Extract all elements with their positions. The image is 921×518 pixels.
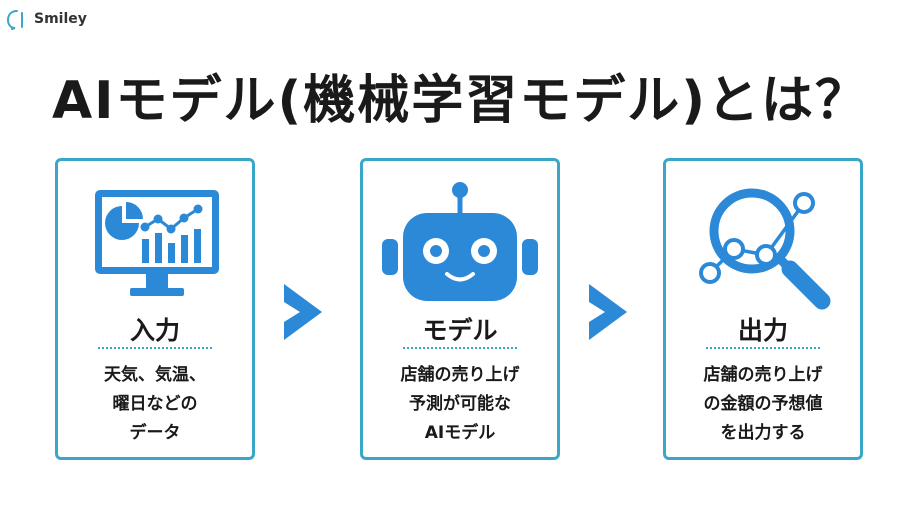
logo-text: Smiley (34, 11, 87, 27)
model-card: モデル 店舗の売り上げ 予測が可能な AIモデル (360, 158, 560, 460)
chevron-right-icon (589, 284, 627, 340)
card-label-model: モデル (422, 316, 498, 345)
card-description-output: 店舗の売り上げ の金額の予想値 を出力する (703, 365, 823, 443)
brand-logo: Smiley (6, 8, 87, 30)
monitor-chart-icon (95, 190, 219, 296)
chevron-right-icon (284, 284, 322, 340)
smiley-logo-icon (6, 10, 23, 30)
analytics-magnifier-icon (699, 188, 831, 310)
robot-icon (382, 182, 538, 301)
card-divider (403, 347, 517, 349)
card-divider (706, 347, 820, 349)
card-label-output: 出力 (737, 316, 788, 345)
card-divider (98, 347, 212, 349)
card-description-model: 店舗の売り上げ 予測が可能な AIモデル (400, 365, 520, 443)
card-label-input: 入力 (129, 316, 180, 345)
card-description-input: 天気、気温、 曜日などの データ (104, 365, 206, 443)
input-card: 入力 天気、気温、 曜日などの データ (55, 158, 255, 460)
output-card: 出力 店舗の売り上げ の金額の予想値 を出力する (663, 158, 863, 460)
page-title: AIモデル(機械学習モデル)とは？ (51, 71, 870, 131)
